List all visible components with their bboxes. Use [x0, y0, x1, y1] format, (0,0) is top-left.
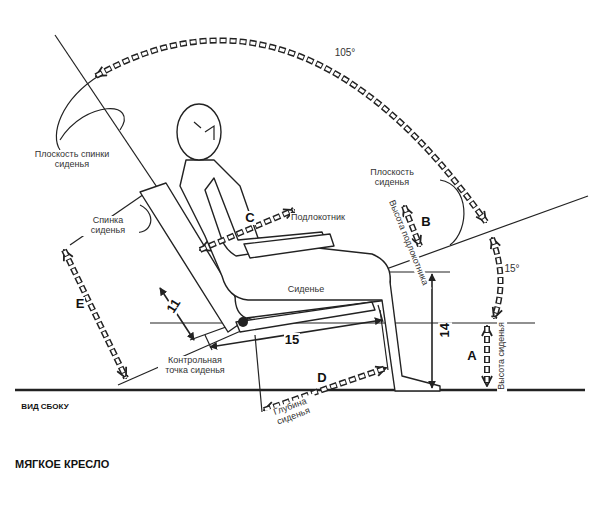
- chair-base: [236, 302, 375, 332]
- dimension-label: Высота сиденья: [497, 320, 507, 392]
- angle-label: 105°: [334, 47, 357, 58]
- angle-label: 15°: [503, 263, 520, 274]
- person-head: [177, 104, 221, 160]
- horizontal-reference-line: [150, 322, 535, 323]
- dimension-label: Глубина сиденья: [263, 393, 321, 430]
- seat-length-dimension: [210, 320, 382, 347]
- part-label: Спинка сиденья: [77, 216, 139, 236]
- dash-inner: [486, 326, 489, 386]
- angle-arc-15: [492, 238, 501, 318]
- dash-inner: [200, 210, 294, 250]
- dash-inner: [64, 250, 126, 378]
- dimension-letter: A: [466, 349, 477, 363]
- leader-curve: [60, 109, 124, 140]
- extension-line: [70, 190, 150, 245]
- plane-label: Плоскость сиденья: [356, 168, 428, 188]
- leader-curve: [56, 75, 100, 150]
- figure-title: МЯГКОЕ КРЕСЛО: [15, 458, 109, 470]
- extension-line: [255, 335, 262, 412]
- extension-line: [205, 335, 212, 350]
- part-label: Сиденье: [287, 285, 325, 295]
- seat-reference-point: [238, 317, 248, 327]
- dimension-letter: D: [316, 371, 327, 385]
- angle-arc-105: [96, 40, 486, 222]
- dash-inner: [96, 40, 486, 222]
- head-details: [194, 122, 214, 140]
- seat-height-dimension: [431, 274, 433, 388]
- dimension-number: 14: [438, 322, 452, 338]
- view-label: ВИД СБОКУ: [20, 403, 69, 412]
- dimension-letter: B: [420, 215, 431, 229]
- dimension-number: 15: [284, 333, 300, 347]
- part-label: Подлокотник: [290, 213, 346, 223]
- plane-label: Плоскость спинки сиденья: [31, 150, 113, 170]
- part-label: Контрольная точка сиденья: [158, 356, 232, 376]
- backrest-dimension: [160, 288, 194, 340]
- dash-inner: [492, 238, 501, 318]
- dimension-c: [200, 210, 294, 250]
- dimension-e: [64, 250, 126, 378]
- dimension-letter: C: [244, 211, 255, 225]
- extension-line: [118, 330, 243, 385]
- dimension-letter: E: [75, 297, 86, 311]
- armrest: [244, 234, 334, 258]
- dimension-a: [484, 326, 490, 386]
